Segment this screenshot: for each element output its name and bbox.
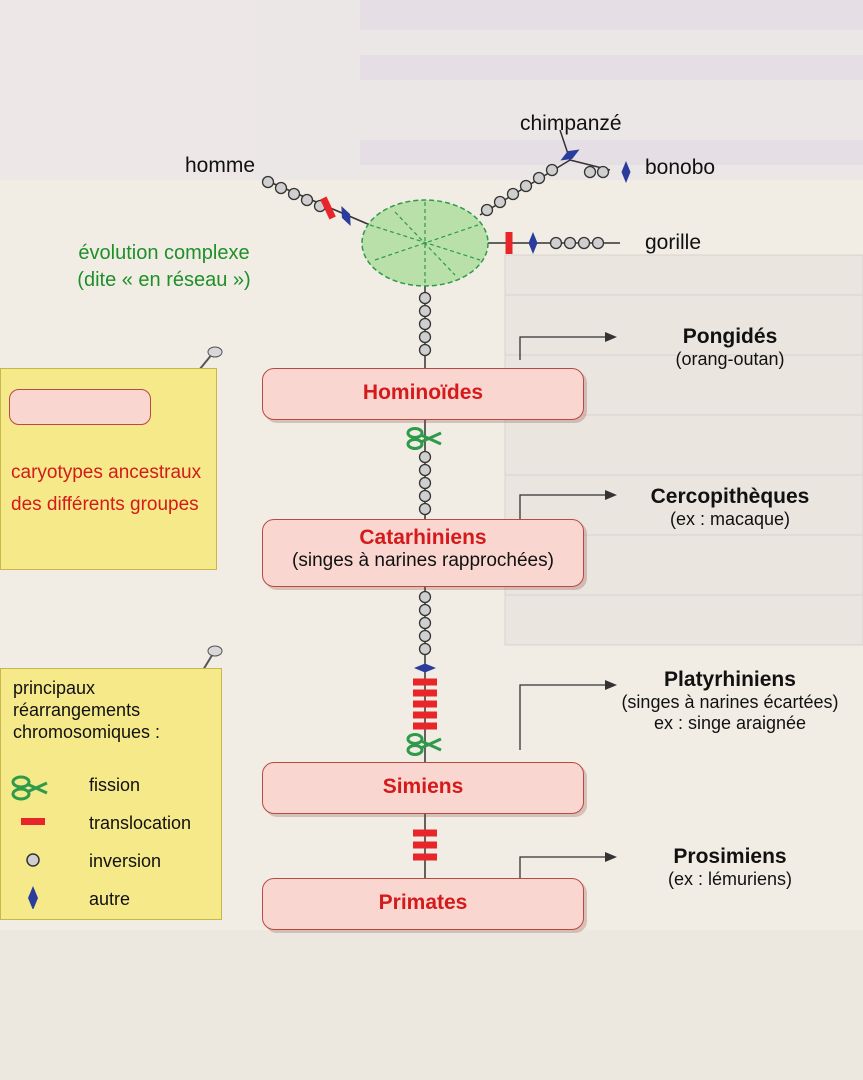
circle-icon xyxy=(26,853,40,867)
group-pongides: Pongidés (orang-outan) xyxy=(620,325,840,370)
node-hominoides: Hominoïdes xyxy=(262,368,584,420)
group-pongides-name: Pongidés xyxy=(682,325,778,348)
inversion-mark xyxy=(418,291,432,305)
network-label: évolution complexe (dite « en réseau ») xyxy=(54,240,274,294)
translocation-mark xyxy=(413,829,437,837)
legend-item-fission: fission xyxy=(89,775,141,795)
group-prosimiens-desc: (ex : lémuriens) xyxy=(667,869,793,889)
group-cercopitheques-desc: (ex : macaque) xyxy=(669,509,791,529)
legend-icons xyxy=(11,775,48,909)
inversion-mark xyxy=(300,193,314,207)
translocation-mark xyxy=(320,196,336,220)
translocation-mark xyxy=(413,853,437,861)
inversion-mark xyxy=(418,330,432,344)
inversion-mark xyxy=(418,502,432,516)
inversion-mark xyxy=(418,603,432,617)
inversion-mark xyxy=(418,616,432,630)
inversion-mark xyxy=(418,629,432,643)
legend-ancestral-box-icon xyxy=(9,389,151,425)
legend-ancestral-text: caryotypes ancestraux des différents gro… xyxy=(11,462,202,515)
inversion-mark xyxy=(506,187,520,201)
other-mark xyxy=(528,232,538,254)
network-label-line1: évolution complexe xyxy=(78,242,250,264)
inversion-mark xyxy=(418,343,432,357)
translocation-mark xyxy=(413,678,437,686)
node-catarhiniens-sub: (singes à narines rapprochées) xyxy=(292,550,554,571)
inversion-mark xyxy=(493,195,507,209)
other-mark xyxy=(560,149,580,161)
inversion-mark xyxy=(577,236,591,250)
inversion-mark xyxy=(287,187,301,201)
species-homme-label: homme xyxy=(185,154,256,177)
group-platyrhiniens-example: ex : singe araignée xyxy=(653,713,807,733)
inversion-mark xyxy=(591,236,605,250)
translocation-mark xyxy=(413,711,437,719)
species-gorille-label: gorille xyxy=(645,231,702,254)
inversion-mark xyxy=(418,304,432,318)
translocation-mark xyxy=(413,700,437,708)
diamond-icon xyxy=(28,886,38,909)
legend-rearrangements-note: principaux réarrangements chromosomiques… xyxy=(0,668,222,920)
group-prosimiens: Prosimiens (ex : lémuriens) xyxy=(620,845,840,890)
group-platyrhiniens-name: Platyrhiniens xyxy=(664,668,796,691)
node-hominoides-label: Hominoïdes xyxy=(362,381,484,404)
fission-mark xyxy=(406,733,442,756)
translocation-mark xyxy=(413,722,437,730)
inversion-mark xyxy=(418,642,432,656)
other-mark xyxy=(341,206,351,226)
node-catarhiniens: Catarhiniens (singes à narines rapproché… xyxy=(262,519,584,587)
group-cercopitheques: Cercopithèques (ex : macaque) xyxy=(620,485,840,530)
legend-item-translocation: translocation xyxy=(89,813,192,833)
inversion-mark xyxy=(261,175,275,189)
other-mark xyxy=(621,161,631,183)
node-simiens: Simiens xyxy=(262,762,584,814)
group-cercopitheques-name: Cercopithèques xyxy=(650,485,810,508)
legend-item-autre: autre xyxy=(89,889,131,909)
inversion-mark xyxy=(480,203,494,217)
inversion-mark xyxy=(418,450,432,464)
translocation-mark xyxy=(413,689,437,697)
inversion-mark xyxy=(519,179,533,193)
other-mark xyxy=(414,663,436,673)
inversion-mark xyxy=(418,590,432,604)
group-platyrhiniens: Platyrhiniens (singes à narines écartées… xyxy=(600,668,860,734)
scissors-icon xyxy=(11,775,48,801)
translocation-mark xyxy=(413,841,437,849)
legend-rearrangements-title: principaux réarrangements chromosomiques… xyxy=(13,678,161,742)
species-chimpanze-label: chimpanzé xyxy=(520,112,622,135)
inversion-mark xyxy=(549,236,563,250)
inversion-mark xyxy=(418,489,432,503)
inversion-mark xyxy=(532,171,546,185)
node-catarhiniens-label: Catarhiniens xyxy=(359,526,487,549)
inversion-mark xyxy=(545,163,559,177)
group-pongides-desc: (orang-outan) xyxy=(675,349,785,369)
node-primates: Primates xyxy=(262,878,584,930)
legend-item-inversion: inversion xyxy=(89,851,162,871)
species-bonobo-label: bonobo xyxy=(645,156,716,179)
legend-ancestral-note: caryotypes ancestraux des différents gro… xyxy=(0,368,217,570)
inversion-mark xyxy=(274,181,288,195)
network-label-line2: (dite « en réseau ») xyxy=(77,269,251,291)
node-primates-label: Primates xyxy=(378,891,468,914)
node-simiens-label: Simiens xyxy=(382,775,464,798)
group-platyrhiniens-desc: (singes à narines écartées) xyxy=(621,692,839,712)
red-bar-icon xyxy=(21,818,45,825)
inversion-mark xyxy=(596,165,610,179)
translocation-mark xyxy=(505,232,513,254)
inversion-mark xyxy=(583,165,597,179)
inversion-mark xyxy=(418,476,432,490)
inversion-mark xyxy=(418,317,432,331)
group-prosimiens-name: Prosimiens xyxy=(673,845,787,868)
fission-mark xyxy=(406,427,442,450)
inversion-mark xyxy=(563,236,577,250)
inversion-mark xyxy=(418,463,432,477)
